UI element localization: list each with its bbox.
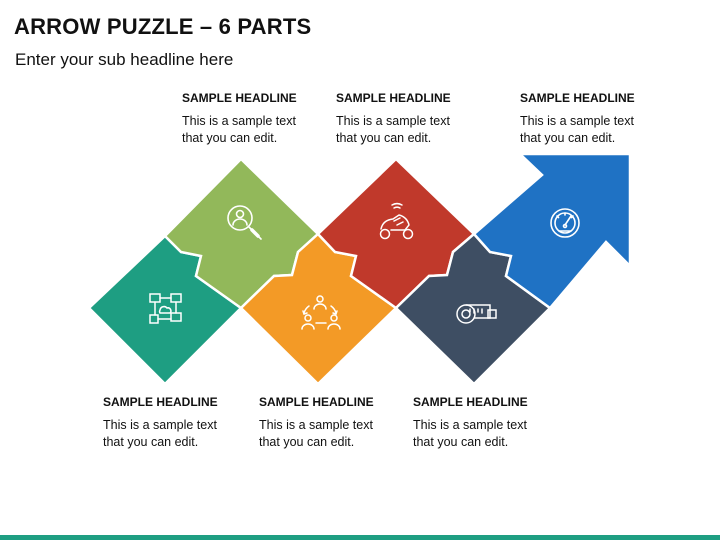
caption-headline: SAMPLE HEADLINE xyxy=(336,91,451,105)
caption-text-line1: This is a sample text xyxy=(259,418,373,432)
speedometer-icon xyxy=(550,208,580,238)
caption-text-line1: This is a sample text xyxy=(336,114,450,128)
magnifier-person-icon xyxy=(227,205,262,240)
measuring-tape-icon xyxy=(456,304,497,324)
caption-headline: SAMPLE HEADLINE xyxy=(413,395,528,409)
puzzle-piece-6-arrow xyxy=(472,152,632,310)
caption-text-line2: that you can edit. xyxy=(413,435,509,449)
caption-headline: SAMPLE HEADLINE xyxy=(182,91,297,105)
caption-text-line1: This is a sample text xyxy=(520,114,634,128)
caption-bottom-2: SAMPLE HEADLINE This is a sample text tha… xyxy=(259,395,429,451)
caption-top-2: SAMPLE HEADLINE This is a sample text tha… xyxy=(336,91,506,147)
caption-top-1: SAMPLE HEADLINE This is a sample text tha… xyxy=(182,91,352,147)
caption-text-line2: that you can edit. xyxy=(259,435,355,449)
footer-accent-bar xyxy=(0,535,720,540)
caption-headline: SAMPLE HEADLINE xyxy=(103,395,218,409)
caption-text-line2: that you can edit. xyxy=(336,131,432,145)
caption-text-line2: that you can edit. xyxy=(520,131,616,145)
caption-text-line1: This is a sample text xyxy=(103,418,217,432)
caption-headline: SAMPLE HEADLINE xyxy=(259,395,374,409)
team-cycle-icon xyxy=(301,295,341,330)
caption-text-line1: This is a sample text xyxy=(413,418,527,432)
network-icon xyxy=(149,293,182,324)
caption-top-3: SAMPLE HEADLINE This is a sample text tha… xyxy=(520,91,690,147)
caption-text-line2: that you can edit. xyxy=(103,435,199,449)
caption-text-line1: This is a sample text xyxy=(182,114,296,128)
page-subtitle: Enter your sub headline here xyxy=(15,50,234,69)
caption-text-line2: that you can edit. xyxy=(182,131,278,145)
caption-bottom-3: SAMPLE HEADLINE This is a sample text tha… xyxy=(413,395,583,451)
scooter-icon xyxy=(379,202,414,240)
page-title: ARROW PUZZLE – 6 PARTS xyxy=(14,14,312,39)
caption-bottom-1: SAMPLE HEADLINE This is a sample text tha… xyxy=(103,395,273,451)
caption-headline: SAMPLE HEADLINE xyxy=(520,91,635,105)
